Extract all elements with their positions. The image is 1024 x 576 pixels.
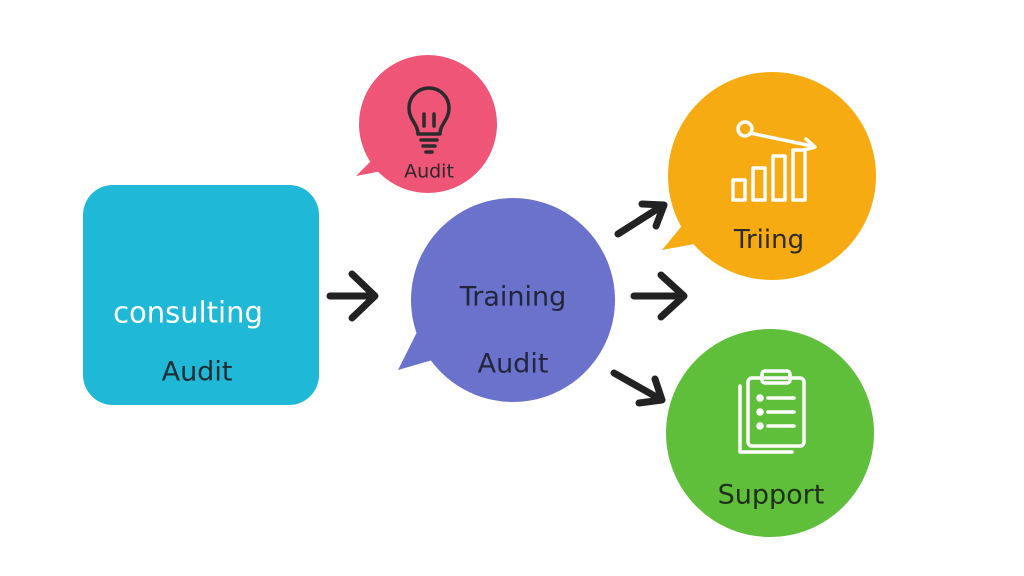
consulting-subtitle: Audit bbox=[161, 356, 233, 388]
idea-label: Audit bbox=[404, 160, 454, 183]
training-subtitle: Audit bbox=[477, 348, 549, 380]
arrow-right-icon bbox=[326, 270, 379, 322]
clipboard-checklist-icon bbox=[738, 369, 806, 454]
orange-label: Triing bbox=[733, 225, 805, 255]
support-label: Support bbox=[717, 479, 825, 511]
idea-bubble bbox=[356, 55, 497, 193]
consulting-title: consulting bbox=[113, 295, 263, 330]
support-circle bbox=[666, 329, 874, 537]
training-bubble bbox=[398, 198, 615, 402]
bar-chart-trend-icon bbox=[731, 120, 817, 202]
arrow-down-right-icon bbox=[610, 369, 666, 407]
consulting-box bbox=[83, 185, 319, 405]
arrow-right-icon bbox=[630, 271, 688, 321]
lightbulb-icon bbox=[407, 86, 451, 154]
arrow-up-right-icon bbox=[614, 200, 668, 238]
training-title: Training bbox=[459, 281, 567, 313]
